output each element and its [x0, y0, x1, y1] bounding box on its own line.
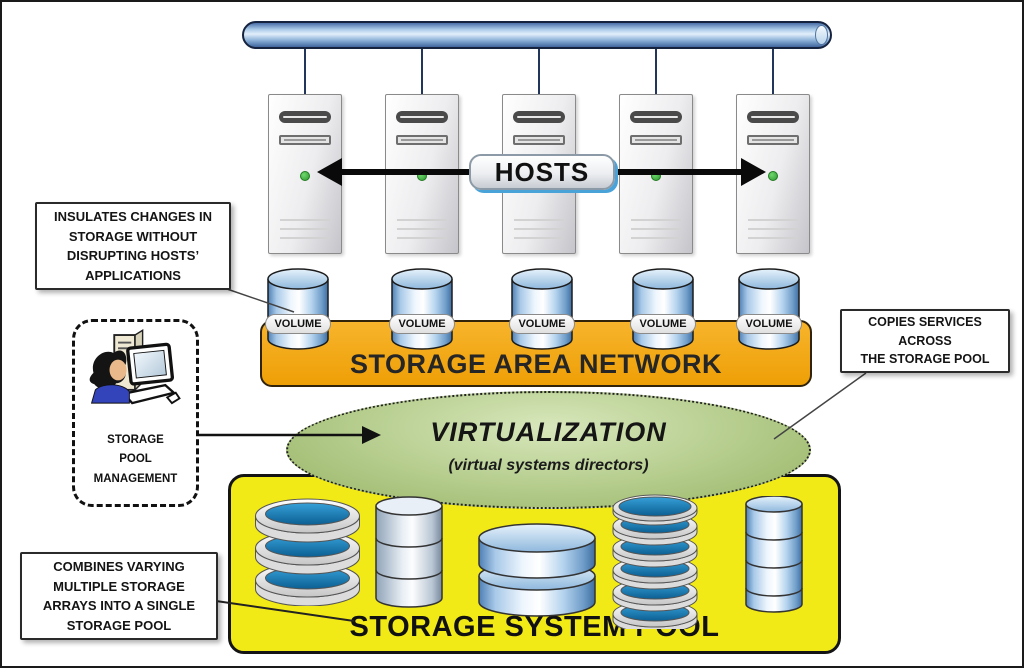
power-led: [300, 171, 310, 181]
virtualization-subtitle: (virtual systems directors): [448, 457, 649, 474]
power-led: [768, 171, 778, 181]
bus-connector: [538, 49, 540, 95]
callout-text-line: MULTIPLE STORAGE: [53, 578, 185, 594]
callout-combines: COMBINES VARYING MULTIPLE STORAGE ARRAYS…: [20, 552, 218, 640]
volume-cylinder-icon: VOLUME: [509, 268, 575, 356]
callout-text-line: COMBINES VARYING: [53, 559, 185, 574]
callout-text-line: ARRAYS INTO A SINGLE: [42, 598, 196, 613]
storage-area-network-bar: STORAGE AREA NETWORK: [260, 320, 812, 387]
network-bus: [242, 21, 832, 49]
callout-text-line: DISRUPTING HOSTS’: [66, 248, 200, 263]
callout-insulates: INSULATES CHANGES IN STORAGE WITHOUT DIS…: [35, 202, 231, 290]
bus-end-cap: [815, 25, 828, 45]
host-server-icon: [736, 94, 810, 254]
bus-connector: [304, 49, 306, 95]
volume-label: VOLUME: [736, 314, 802, 334]
vents: [631, 219, 681, 239]
floppy-slot: [747, 135, 799, 145]
cd-drive-slot: [396, 111, 448, 123]
volume-cylinder-icon: VOLUME: [630, 268, 696, 356]
vents: [280, 219, 330, 239]
floppy-slot: [630, 135, 682, 145]
cd-drive-slot: [279, 111, 331, 123]
bus-connector: [655, 49, 657, 95]
vents: [748, 219, 798, 239]
power-led: [651, 171, 661, 181]
narrow-cylinder-stack-icon: [745, 496, 803, 613]
callout-text-line: THE STORAGE POOL: [860, 352, 990, 367]
segmented-cylinder-icon: [375, 496, 443, 608]
cd-drive-slot: [630, 111, 682, 123]
power-led: [417, 171, 427, 181]
vents: [397, 219, 447, 239]
floppy-slot: [396, 135, 448, 145]
bus-connector: [421, 49, 423, 95]
cd-drive-slot: [513, 111, 565, 123]
volume-cylinder-icon: VOLUME: [389, 268, 455, 356]
callout-text-line: APPLICATIONS: [85, 267, 181, 283]
callout-text-line: COPIES SERVICES: [868, 314, 982, 329]
host-server-icon: [385, 94, 459, 254]
floppy-slot: [513, 135, 565, 145]
host-server-icon: [268, 94, 342, 254]
virtualization-ellipse: VIRTUALIZATION (virtual systems director…: [286, 391, 811, 509]
open-disc-stack-icon: [255, 498, 360, 606]
vents: [514, 219, 564, 239]
tall-ring-stack-icon: [612, 494, 698, 629]
volume-label: VOLUME: [630, 314, 696, 334]
cd-drive-slot: [747, 111, 799, 123]
virtualization-title: VIRTUALIZATION: [430, 417, 667, 447]
admin-workstation-icon: [89, 329, 181, 405]
callout-copies: COPIES SERVICES ACROSS THE STORAGE POOL: [840, 309, 1010, 373]
hosts-label: HOSTS: [469, 154, 615, 190]
callout-text-line: STORAGE WITHOUT: [68, 228, 198, 244]
storage-pool-management-box: STORAGE POOL MANAGEMENT: [72, 319, 199, 507]
bus-connector: [772, 49, 774, 95]
wide-disc-stack-icon: [478, 523, 596, 617]
san-label: STORAGE AREA NETWORK: [349, 349, 722, 379]
floppy-slot: [279, 135, 331, 145]
volume-label: VOLUME: [509, 314, 575, 334]
callout-text-line: INSULATES CHANGES IN: [54, 209, 212, 224]
host-server-icon: [619, 94, 693, 254]
volume-label: VOLUME: [389, 314, 455, 334]
management-label-line: MANAGEMENT: [93, 472, 178, 485]
volume-cylinder-icon: VOLUME: [736, 268, 802, 356]
callout-text-line: STORAGE POOL: [66, 617, 172, 633]
callout-text-line: ACROSS: [898, 333, 952, 348]
volume-cylinder-icon: VOLUME: [265, 268, 331, 356]
management-label-line: POOL: [119, 453, 152, 466]
volume-label: VOLUME: [265, 314, 331, 334]
management-label-line: STORAGE: [107, 434, 164, 446]
